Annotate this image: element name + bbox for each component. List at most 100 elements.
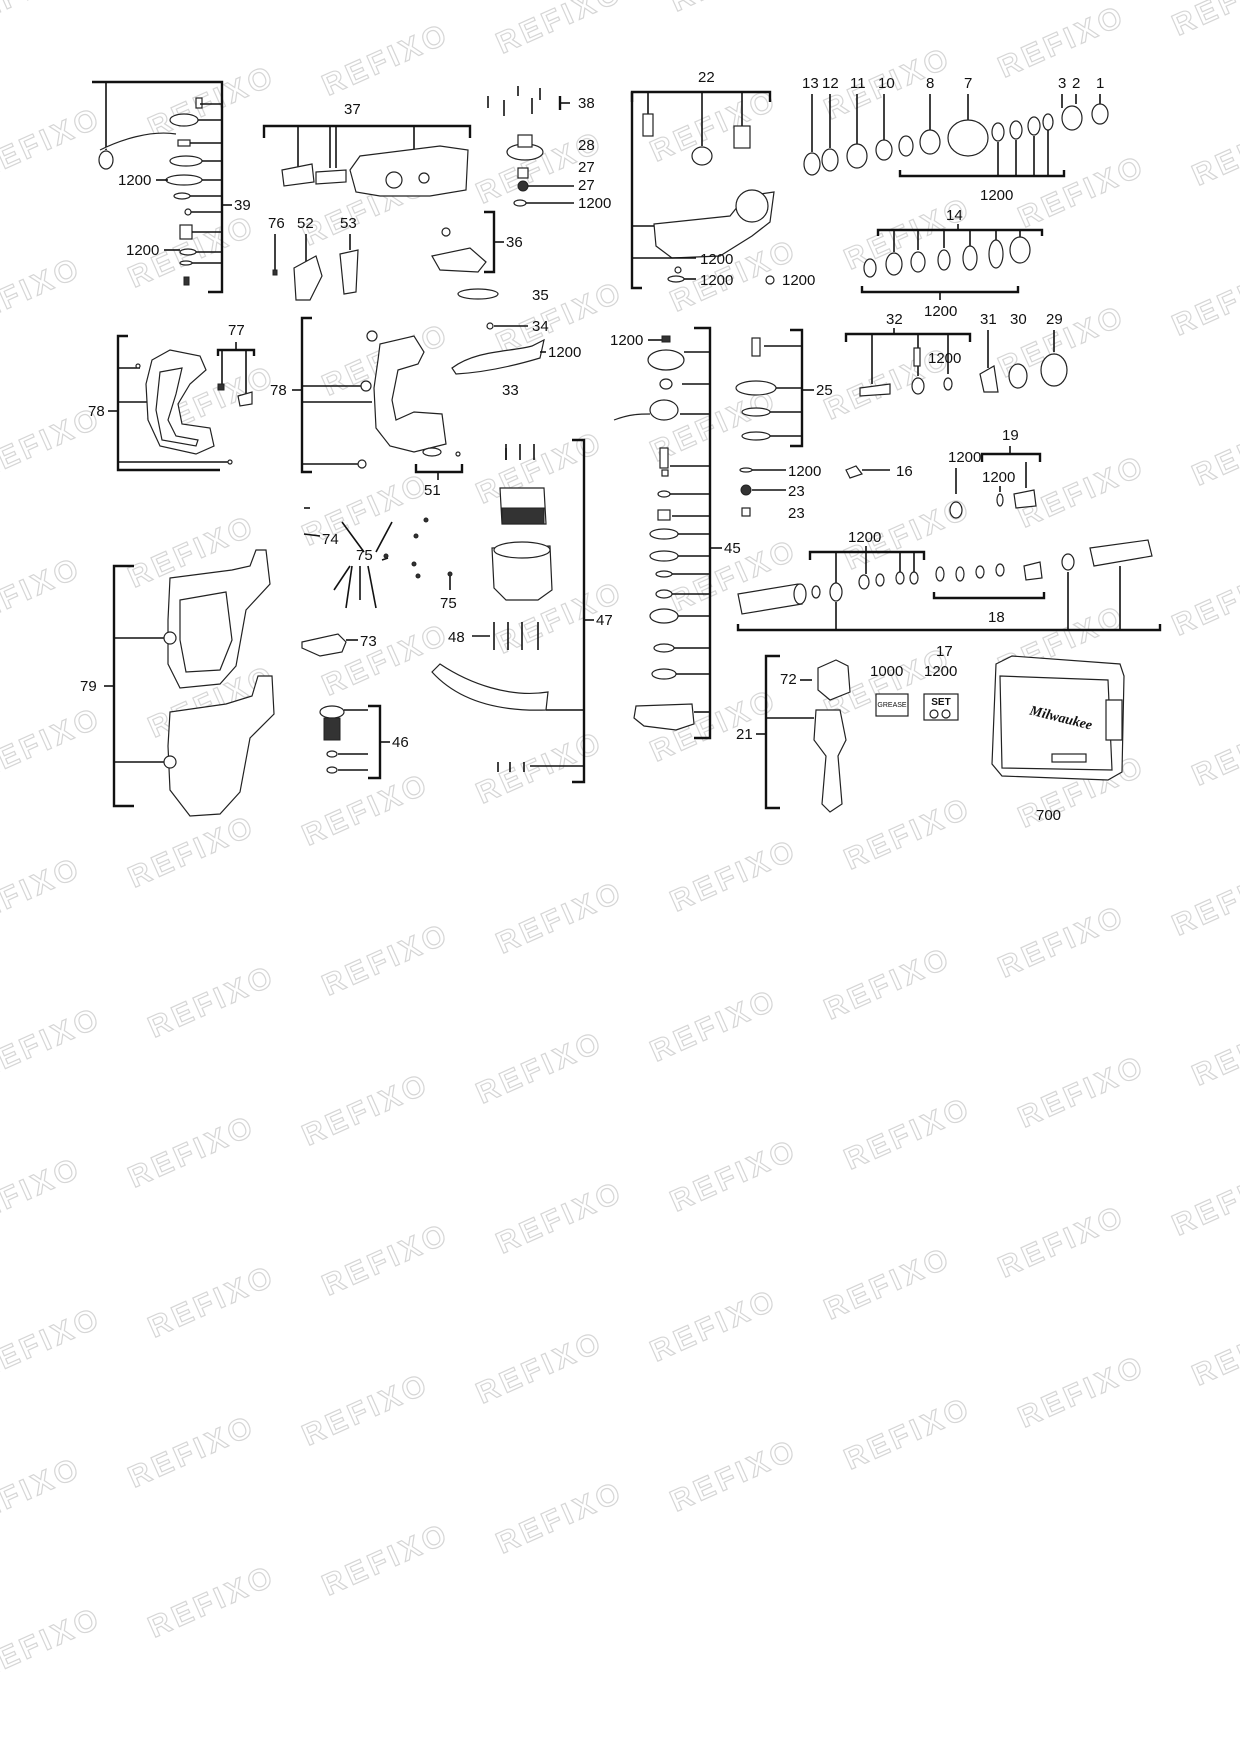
watermark-text: REFIXO — [123, 1409, 260, 1494]
watermark-text: REFIXO — [0, 101, 107, 186]
watermark-text: REFIXO — [0, 1301, 107, 1386]
group-front-seals: 13 12 11 10 8 7 3 2 1 — [802, 75, 1109, 204]
watermark-text: REFIXO — [143, 1559, 280, 1644]
watermark-text: REFIXO — [665, 1133, 802, 1218]
callout-700: 700 — [1036, 807, 1061, 824]
watermark-text: REFIXO — [839, 191, 976, 276]
watermark-text: REFIXO — [317, 917, 454, 1002]
watermark-text: REFIXO — [819, 941, 956, 1026]
callout-74: 74 — [322, 531, 339, 548]
callout-37: 37 — [344, 101, 361, 118]
group-37: 37 — [262, 101, 472, 197]
callout-47: 47 — [596, 612, 613, 629]
watermark-text: REFIXO — [645, 983, 782, 1068]
group-25: 25 1200 23 23 16 — [735, 328, 913, 522]
group-32: 32 1200 31 30 29 — [844, 311, 1068, 397]
callout-34: 34 — [532, 318, 549, 335]
callout-23: 23 — [788, 505, 805, 522]
watermark-text: REFIXO — [993, 1199, 1130, 1284]
callout-77: 77 — [228, 322, 245, 339]
callout-12: 12 — [822, 75, 839, 92]
callout-1200: 1200 — [788, 463, 821, 480]
watermark-text: REFIXO — [297, 767, 434, 852]
callout-1200: 1200 — [700, 272, 733, 289]
callout-16: 16 — [896, 463, 913, 480]
callout-45: 45 — [724, 540, 741, 557]
group-21: 21 72 — [736, 654, 851, 813]
callout-1200: 1200 — [924, 303, 957, 320]
watermark-text: REFIXO — [143, 959, 280, 1044]
callout-22: 22 — [698, 69, 715, 86]
watermark-text: REFIXO — [1167, 1157, 1240, 1242]
callout-31: 31 — [980, 311, 997, 328]
watermark-text: REFIXO — [0, 1151, 87, 1236]
callout-1200: 1200 — [126, 242, 159, 259]
watermark-text: REFIXO — [1187, 1307, 1240, 1392]
group-19: 1200 19 1200 — [948, 427, 1042, 519]
watermark-text: REFIXO — [665, 0, 802, 18]
callout-1200: 1200 — [980, 187, 1013, 204]
part-39-items — [98, 97, 203, 286]
part-47-screws-bottom — [497, 762, 525, 772]
group-78-right: 78 51 — [270, 316, 464, 499]
watermark-text: REFIXO — [143, 59, 280, 144]
watermark-text: REFIXO — [491, 875, 628, 960]
group-22: 22 1200 1200 1200 — [630, 69, 815, 290]
watermark-text: REFIXO — [0, 1451, 87, 1536]
watermark-text: REFIXO — [1187, 407, 1240, 492]
callout-32: 32 — [886, 311, 903, 328]
screw-set-75 — [333, 517, 453, 609]
watermark-text: REFIXO — [1187, 707, 1240, 792]
callout-1200: 1200 — [782, 272, 815, 289]
watermark-text: REFIXO — [471, 725, 608, 810]
watermark-text: REFIXO — [1167, 557, 1240, 642]
watermark-text: REFIXO — [317, 617, 454, 702]
callout-33: 33 — [502, 382, 519, 399]
callout-10: 10 — [878, 75, 895, 92]
parts-76-52-53: 76 52 53 — [268, 215, 359, 301]
group-79: 79 — [80, 549, 275, 817]
watermark-text: REFIXO — [645, 83, 782, 168]
callout-35: 35 — [532, 287, 549, 304]
watermark-text: REFIXO — [471, 1325, 608, 1410]
callout-3: 3 — [1058, 75, 1066, 92]
watermark-text: REFIXO — [297, 1367, 434, 1452]
callout-29: 29 — [1046, 311, 1063, 328]
part-45-stack — [613, 335, 695, 731]
watermark-text: REFIXO — [665, 1433, 802, 1518]
callout-38: 38 — [578, 95, 595, 112]
callout-78: 78 — [270, 382, 287, 399]
callout-17: 17 — [936, 643, 953, 660]
watermark-text: REFIXO — [1167, 0, 1240, 42]
watermark-text: REFIXO — [317, 1517, 454, 1602]
callout-14: 14 — [946, 207, 963, 224]
callout-27: 27 — [578, 177, 595, 194]
parts-38-to-33: 38 28 27 27 1200 36 35 34 1200 33 — [431, 86, 611, 399]
callout-27: 27 — [578, 159, 595, 176]
watermark-text: REFIXO — [491, 1175, 628, 1260]
callout-72: 72 — [780, 671, 797, 688]
watermark-text: REFIXO — [0, 551, 87, 636]
group-47: 47 48 — [431, 438, 613, 784]
callout-76: 76 — [268, 215, 285, 232]
group-39: 39 1200 1200 — [92, 80, 251, 294]
callout-7: 7 — [964, 75, 972, 92]
callout-36: 36 — [506, 234, 523, 251]
callout-13: 13 — [802, 75, 819, 92]
watermark-text: REFIXO — [1167, 257, 1240, 342]
callout-52: 52 — [297, 215, 314, 232]
group-14: 14 1200 — [860, 207, 1044, 320]
watermark-text: REFIXO — [297, 467, 434, 552]
callout-1200: 1200 — [700, 251, 733, 268]
callout-21: 21 — [736, 726, 753, 743]
callout-11: 11 — [850, 75, 866, 92]
callout-1000: 1000 — [870, 663, 903, 680]
watermark-text: REFIXO — [491, 1475, 628, 1560]
callout-1200: 1200 — [948, 449, 981, 466]
callout-1200: 1200 — [848, 529, 881, 546]
callout-1200: 1200 — [982, 469, 1015, 486]
accessories: 1000 GREASE 1200 SET Milwaukee 700 — [870, 655, 1125, 824]
watermark-text: REFIXO — [0, 0, 87, 36]
watermark-text: REFIXO — [297, 1067, 434, 1152]
